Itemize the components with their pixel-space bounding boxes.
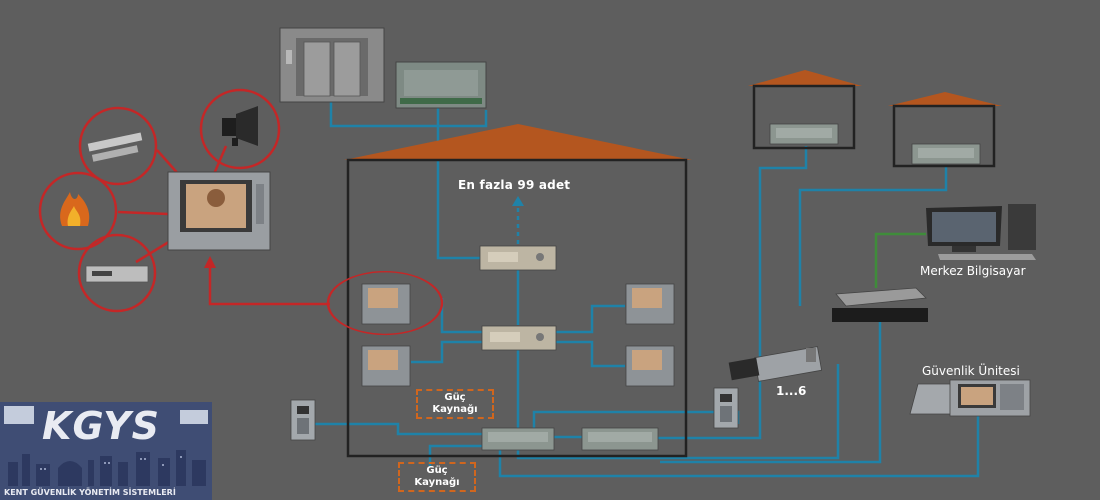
roof-main — [344, 124, 692, 160]
door-panel-icon — [290, 399, 316, 441]
indoor-monitor-3 — [625, 283, 675, 325]
siren-icon — [199, 88, 281, 170]
cable-door-panel-right — [532, 410, 740, 428]
blue-cables — [314, 100, 980, 478]
cable-monitor1 — [440, 298, 482, 334]
indoor-monitor-1 — [326, 271, 444, 336]
indoor-monitor-4 — [625, 345, 675, 387]
building-outline — [346, 158, 688, 458]
power-supply-box: Güç Kaynağı — [398, 462, 476, 492]
kgys-logo: KGYS KENT GÜVENLİK YÖNETİM SİSTEMLERİ — [0, 402, 212, 500]
cctv-camera-icon — [728, 346, 823, 382]
cable-house1 — [656, 146, 808, 440]
alarm-line-fire — [117, 210, 169, 216]
logo-wordmark: KGYS — [42, 404, 160, 448]
power-supply-line1: Güç — [426, 465, 448, 476]
alarm-line-siren — [212, 145, 228, 175]
dvr-icon — [77, 233, 157, 313]
power-supply-line2: Kaynağı — [432, 404, 478, 415]
cable-monitor2 — [411, 340, 482, 364]
door-panel-icon — [713, 387, 739, 429]
floor-distributor-lower — [481, 325, 557, 351]
arrow-up-icon — [204, 256, 216, 268]
intercom-monitor-icon — [167, 171, 271, 251]
camera-icon — [4, 406, 34, 424]
cable-psu-gate — [428, 444, 482, 466]
green-cables — [874, 232, 926, 288]
elevator-icon — [279, 27, 385, 103]
city-skyline-icon — [4, 406, 208, 486]
house1-unit — [769, 123, 839, 145]
apartment-building — [344, 124, 692, 458]
house2-outline — [892, 104, 996, 168]
camera-icon — [180, 410, 208, 424]
cable-pc-switch — [874, 232, 926, 288]
cable-monitor3 — [556, 304, 625, 334]
gateway-panel-right — [581, 427, 659, 451]
cable-elevator-controller — [329, 100, 488, 128]
logo-subtitle: KENT GÜVENLİK YÖNETİM SİSTEMLERİ — [4, 488, 176, 497]
house2-unit — [911, 143, 981, 165]
gateway-panel-left — [481, 427, 555, 451]
cable-camera — [516, 364, 840, 460]
expansion-arrow — [512, 196, 524, 244]
cable-door-panel-left — [314, 422, 482, 436]
roof-house1 — [748, 70, 862, 86]
max-units-label: En fazla 99 adet — [458, 178, 571, 192]
power-supply-box: Güç Kaynağı — [416, 389, 494, 419]
power-supply-line2: Kaynağı — [414, 477, 460, 488]
power-supply-line1: Güç — [444, 392, 466, 403]
door-contact-icon — [78, 106, 158, 186]
controller-icon — [395, 61, 487, 109]
roof-house2 — [888, 92, 1002, 106]
alarm-sensors — [38, 88, 281, 313]
house1-outline — [752, 84, 856, 150]
alarm-line-dvr — [135, 238, 173, 264]
camera-range-label: 1...6 — [776, 384, 807, 398]
house-1 — [748, 70, 862, 150]
switch-icon — [832, 287, 928, 322]
indoor-monitor-2 — [361, 345, 411, 387]
alarm-line-monitor — [208, 262, 330, 306]
desktop-pc-icon — [926, 204, 1036, 260]
floor-distributor-upper — [479, 245, 557, 271]
central-pc-label: Merkez Bilgisayar — [920, 264, 1026, 278]
security-unit-label: Güvenlik Ünitesi — [922, 364, 1020, 378]
cable-security-unit — [498, 412, 980, 478]
indoor-monitors — [326, 271, 675, 387]
house-2 — [888, 92, 1002, 168]
arrow-up-icon — [512, 196, 524, 206]
security-unit-icon — [909, 379, 1031, 417]
cable-switch-down — [660, 320, 882, 464]
fire-icon — [38, 171, 118, 251]
cable-house2 — [798, 166, 948, 306]
cable-monitor4 — [556, 340, 625, 368]
